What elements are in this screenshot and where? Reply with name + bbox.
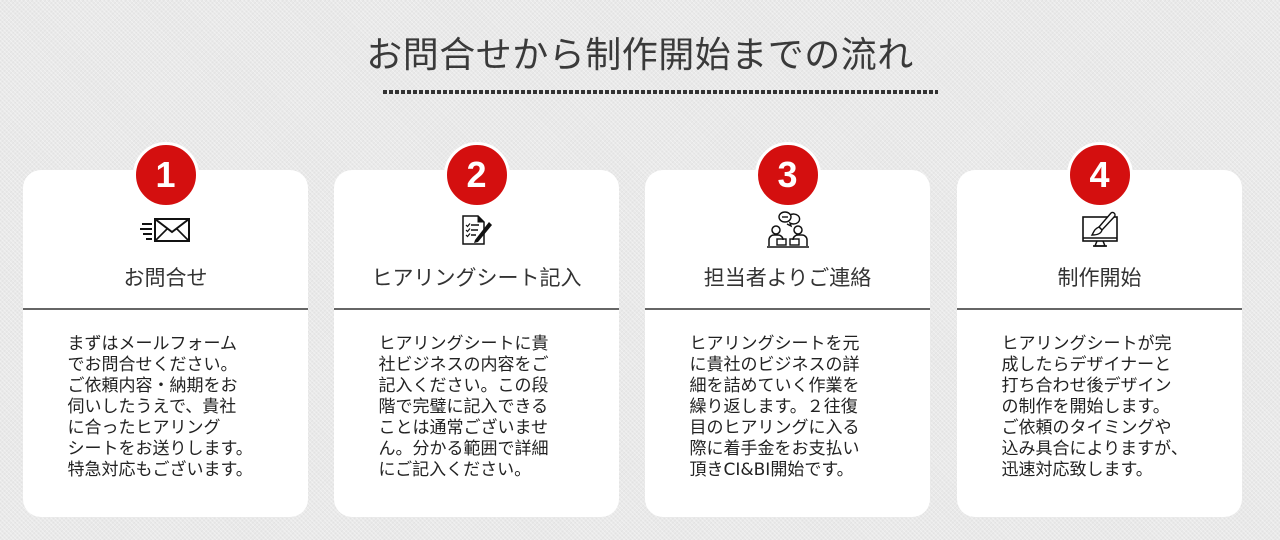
step-card-3: 3 担当者よりご連絡 ヒアリングシートを元 に貴社のビジネスの詳 細を詰めていく… — [645, 142, 930, 517]
step-number-badge: 1 — [132, 142, 199, 208]
step-title: 担当者よりご連絡 — [703, 266, 872, 290]
step-card-1: 1 お問合せ まずはメールフォーム でお問合せください。 ご依頼内容・納期をお … — [23, 142, 308, 517]
meeting-chat-icon — [758, 210, 818, 250]
monitor-brush-icon — [1070, 210, 1130, 250]
step-description: ヒアリングシートが完 成したらデザイナーと 打ち合わせ後デザイン の制作を開始し… — [1001, 334, 1188, 480]
title-dotted-underline — [383, 90, 938, 94]
page-title: お問合せから制作開始までの流れ — [366, 35, 914, 76]
step-title: ヒアリングシート記入 — [371, 266, 582, 290]
step-number-badge: 4 — [1066, 142, 1133, 208]
step-number-badge: 3 — [754, 142, 821, 208]
step-number-badge: 2 — [443, 142, 510, 208]
step-description: ヒアリングシートを元 に貴社のビジネスの詳 細を詰めていく作業を 繰り返します。… — [689, 334, 860, 480]
checklist-pen-icon — [447, 210, 507, 250]
step-card-2: 2 ヒアリングシート記入 ヒアリングシートに貴 社ビジネスの内容をご 記入くださ… — [334, 142, 619, 517]
divider — [645, 308, 930, 310]
divider — [334, 308, 619, 310]
step-title: 制作開始 — [1057, 266, 1142, 290]
step-card-4: 4 制作開始 ヒアリングシートが完 成したらデザイナーと 打ち合わせ後デザイン … — [957, 142, 1242, 517]
step-title: お問合せ — [123, 266, 208, 290]
step-description: まずはメールフォーム でお問合せください。 ご依頼内容・納期をお 伺いしたうえで… — [67, 334, 253, 480]
header: お問合せから制作開始までの流れ — [0, 32, 1280, 80]
mail-send-icon — [136, 210, 196, 250]
divider — [23, 308, 308, 310]
divider — [957, 308, 1242, 310]
step-description: ヒアリングシートに貴 社ビジネスの内容をご 記入ください。この段 階で完璧に記入… — [378, 334, 549, 480]
